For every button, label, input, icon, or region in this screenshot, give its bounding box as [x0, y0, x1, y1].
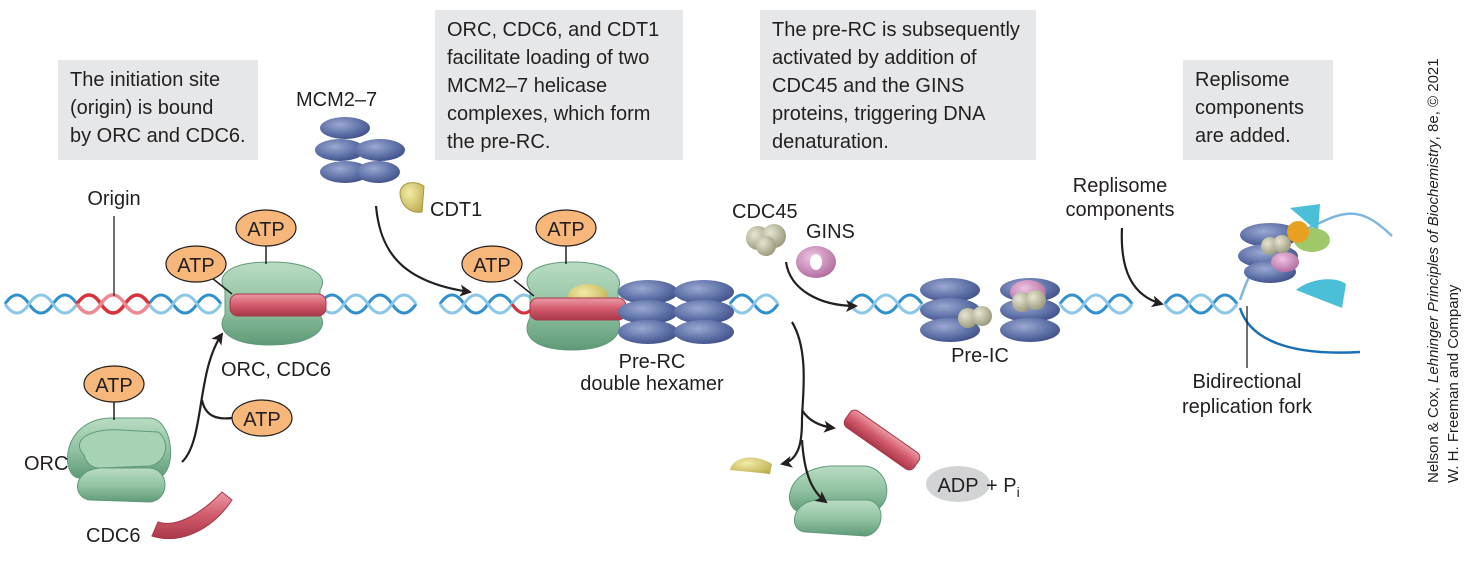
svg-text:ATP: ATP	[473, 255, 510, 277]
caption-step2: ORC, CDC6, and CDT1 facilitate loading o…	[435, 10, 683, 160]
orc-cdc6-bound-complex	[211, 244, 327, 346]
preic-complex	[920, 278, 1060, 342]
arrow-mcm-loading	[374, 205, 472, 297]
svg-text:ATP: ATP	[243, 409, 280, 431]
orc-released	[788, 465, 888, 537]
replisome-assembly	[1238, 204, 1346, 308]
arrow-replisome	[1120, 227, 1164, 308]
caption-step2-line: MCM2–7 helicase	[447, 75, 608, 97]
label-orc-cdc6: ORC, CDC6	[221, 359, 331, 381]
caption-step3-line: The pre-RC is subsequently	[772, 19, 1020, 41]
label-prerc-line1: Pre-RC	[619, 351, 686, 373]
orc-complex-unbound	[67, 400, 172, 503]
mcm-helicase-free	[315, 117, 405, 183]
arrow-atp-join	[200, 399, 233, 420]
label-preic: Pre-IC	[951, 345, 1009, 367]
label-origin: Origin	[87, 188, 140, 210]
caption-step3: The pre-RC is subsequently activated by …	[760, 10, 1036, 160]
caption-step4: Replisome components are added.	[1183, 60, 1333, 160]
arrow-orc-to-origin	[181, 332, 224, 463]
caption-step1-line: The initiation site	[70, 69, 221, 91]
label-plus-pi: + Pi	[986, 475, 1020, 500]
caption-step3-line: denaturation.	[772, 131, 889, 153]
caption-step3-line: activated by addition of	[772, 47, 977, 69]
caption-step1: The initiation site (origin) is bound by…	[58, 60, 258, 160]
publisher-credit: Nelson & Cox, Lehninger Principles of Bi…	[1425, 58, 1462, 483]
caption-step4-line: components	[1195, 97, 1304, 119]
atp-bound-cdc6: ATP	[165, 245, 227, 283]
cdc6-released	[843, 409, 921, 471]
dna-helix-segment-2	[318, 293, 418, 315]
label-prerc-line2: double hexamer	[580, 373, 724, 395]
atp-orc-stage1: ATP	[83, 365, 145, 403]
svg-text:ATP: ATP	[247, 219, 284, 241]
caption-step3-line: CDC45 and the GINS	[772, 75, 965, 97]
caption-step1-line: by ORC and CDC6.	[70, 125, 246, 147]
dna-helix-segment-4	[848, 293, 1134, 315]
caption-step2-line: complexes, which form	[447, 103, 651, 125]
label-cdc45: CDC45	[732, 201, 798, 223]
atp-free: ATP	[231, 399, 293, 437]
prerc-origin-complex	[513, 244, 627, 351]
svg-text:ATP: ATP	[177, 255, 214, 277]
caption-step4-line: Replisome	[1195, 69, 1290, 91]
arrow-activation	[784, 261, 858, 312]
mcm-double-hexamer	[618, 280, 734, 344]
caption-step3-line: proteins, triggering DNA	[772, 103, 986, 125]
cdc6-protein-unbound	[151, 491, 233, 540]
cdc45-protein	[746, 224, 786, 256]
arrow-release	[780, 321, 805, 468]
label-orc: ORC	[24, 453, 68, 475]
svg-text:ATP: ATP	[95, 375, 132, 397]
adp-oval: ADP	[926, 466, 990, 502]
dna-helix-segment-1	[3, 293, 223, 315]
arrows	[181, 205, 1164, 504]
label-fork-line1: Bidirectional	[1193, 371, 1302, 393]
cdt1-released	[730, 457, 772, 474]
atp-prerc-orc: ATP	[535, 209, 597, 247]
cdt1-protein	[399, 182, 425, 213]
credit-line1: Nelson & Cox, Lehninger Principles of Bi…	[1425, 58, 1442, 483]
atp-prerc-cdc6: ATP	[461, 245, 523, 283]
atp-bound-orc: ATP	[235, 209, 297, 247]
label-fork-line2: replication fork	[1182, 396, 1313, 418]
svg-text:ATP: ATP	[547, 219, 584, 241]
caption-step2-line: facilitate loading of two	[447, 47, 650, 69]
credit-line2: W. H. Freeman and Company	[1445, 284, 1462, 483]
caption-step2-line: the pre-RC.	[447, 131, 551, 153]
gins-protein	[796, 246, 836, 278]
label-cdc6: CDC6	[86, 525, 140, 547]
label-gins: GINS	[806, 221, 855, 243]
caption-step4-line: are added.	[1195, 125, 1291, 147]
caption-step1-line: (origin) is bound	[70, 97, 214, 119]
label-replisome-line1: Replisome	[1073, 175, 1167, 197]
caption-step2-line: ORC, CDC6, and CDT1	[447, 19, 660, 41]
label-cdt1: CDT1	[430, 199, 482, 221]
label-mcm: MCM2–7	[296, 89, 377, 111]
label-replisome-line2: components	[1066, 199, 1175, 221]
svg-text:ADP: ADP	[937, 475, 978, 497]
